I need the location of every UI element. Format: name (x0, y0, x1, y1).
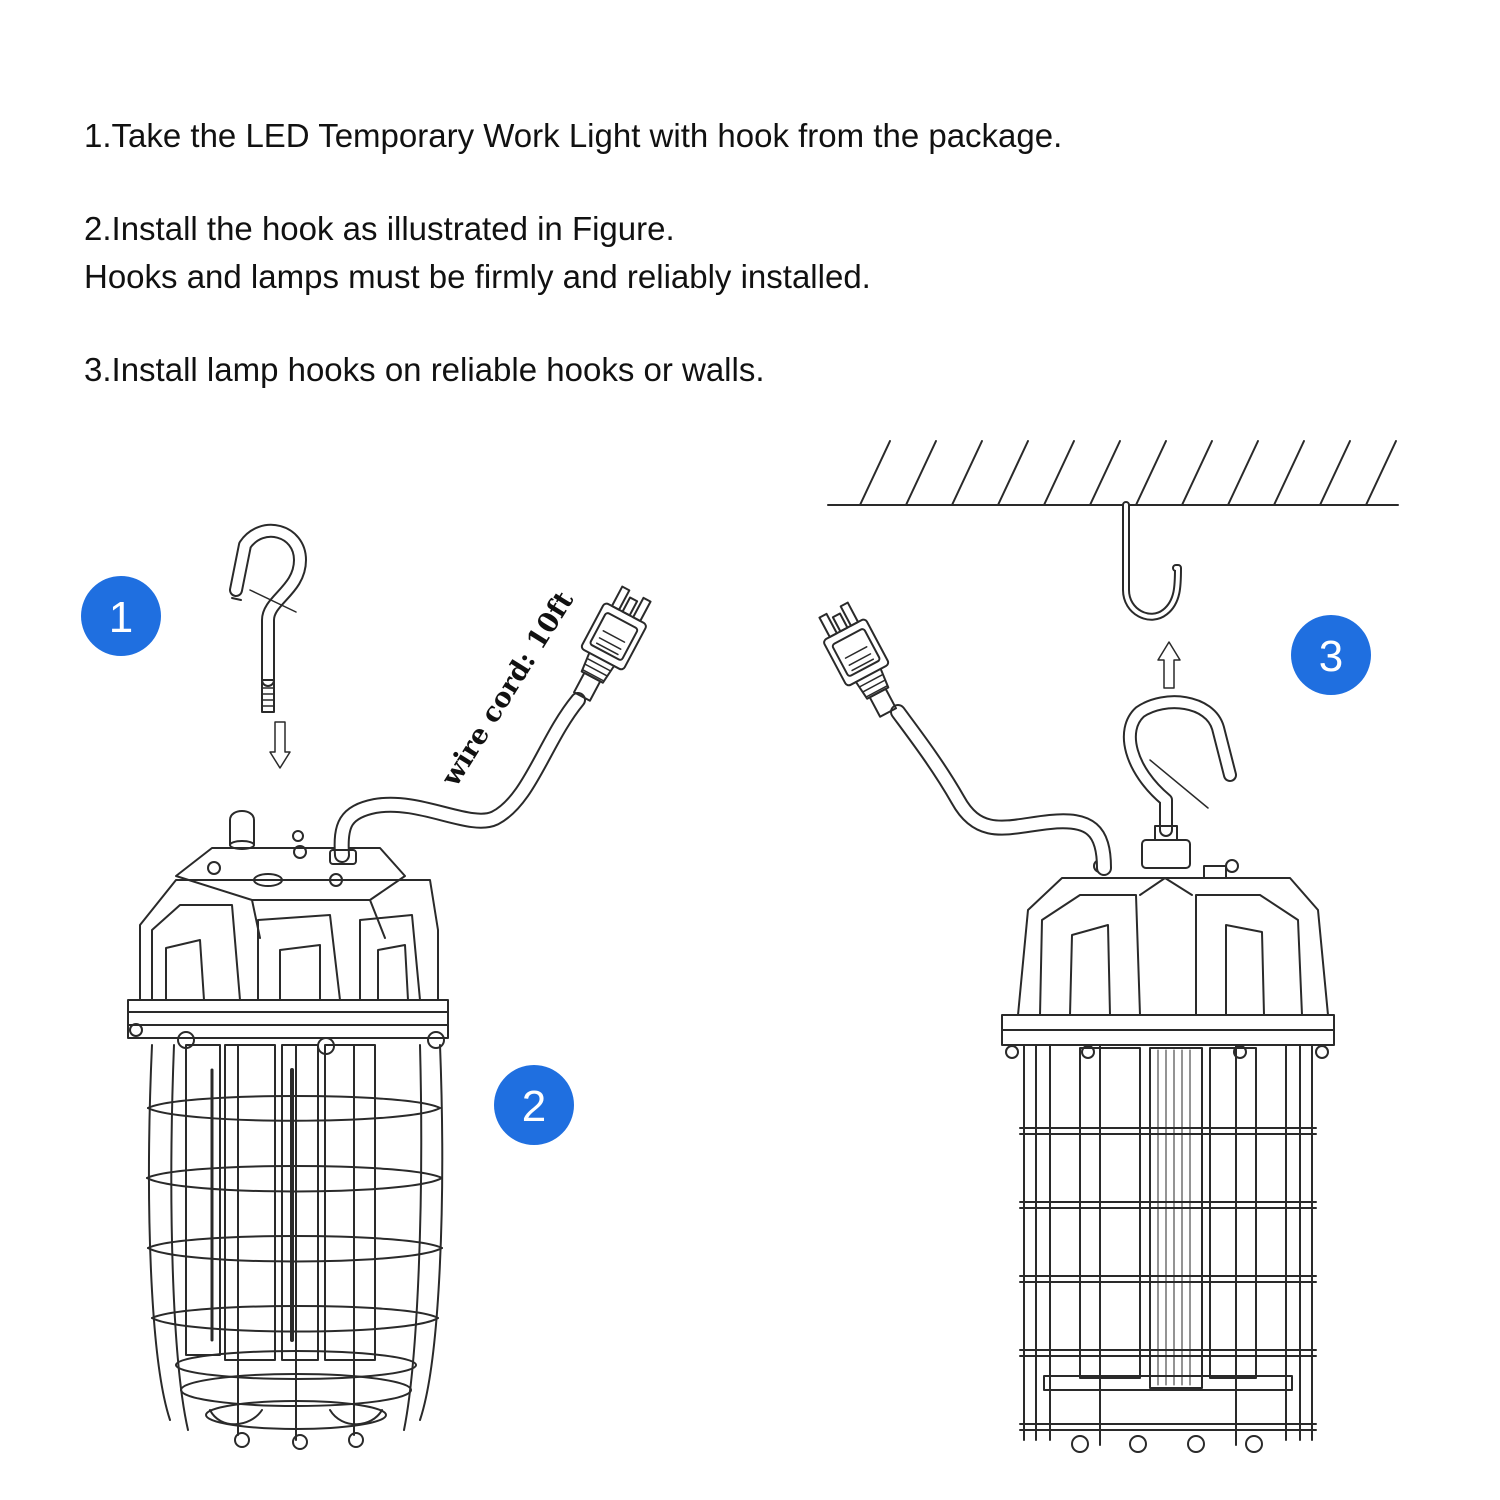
hook-icon (229, 523, 307, 713)
step-1-text: 1.Take the LED Temporary Work Light with… (84, 117, 1063, 154)
plug-icon-hung (818, 601, 897, 718)
badge-2-label: 2 (522, 1082, 546, 1131)
badge-3-label: 3 (1319, 632, 1343, 681)
step-3-text: 3.Install lamp hooks on reliable hooks o… (84, 351, 765, 388)
work-light-icon (127, 810, 449, 1450)
step-2-text: 2.Install the hook as illustrated in Fig… (84, 210, 675, 247)
badge-3: 3 (1291, 615, 1371, 695)
step-3: 3.Install lamp hooks on reliable hooks o… (84, 346, 1384, 394)
step-1: 1.Take the LED Temporary Work Light with… (84, 112, 1384, 160)
badge-1: 1 (81, 576, 161, 656)
step-2: 2.Install the hook as illustrated in Fig… (84, 205, 1384, 301)
badge-2: 2 (494, 1065, 574, 1145)
plug-icon (573, 585, 652, 702)
instructions: 1.Take the LED Temporary Work Light with… (84, 112, 1384, 439)
work-light-hung-icon (1001, 695, 1335, 1453)
power-cord (329, 692, 586, 865)
badge-1-label: 1 (109, 593, 133, 642)
arrow-up-icon (1157, 641, 1181, 689)
cord-length-label: wire cord: 10ft (435, 586, 580, 793)
step-2-note: Hooks and lamps must be firmly and relia… (84, 258, 871, 295)
arrow-down-icon (269, 721, 291, 769)
ceiling (827, 440, 1399, 506)
power-cord-hung (890, 704, 1112, 876)
ceiling-hook-icon (1122, 501, 1182, 621)
